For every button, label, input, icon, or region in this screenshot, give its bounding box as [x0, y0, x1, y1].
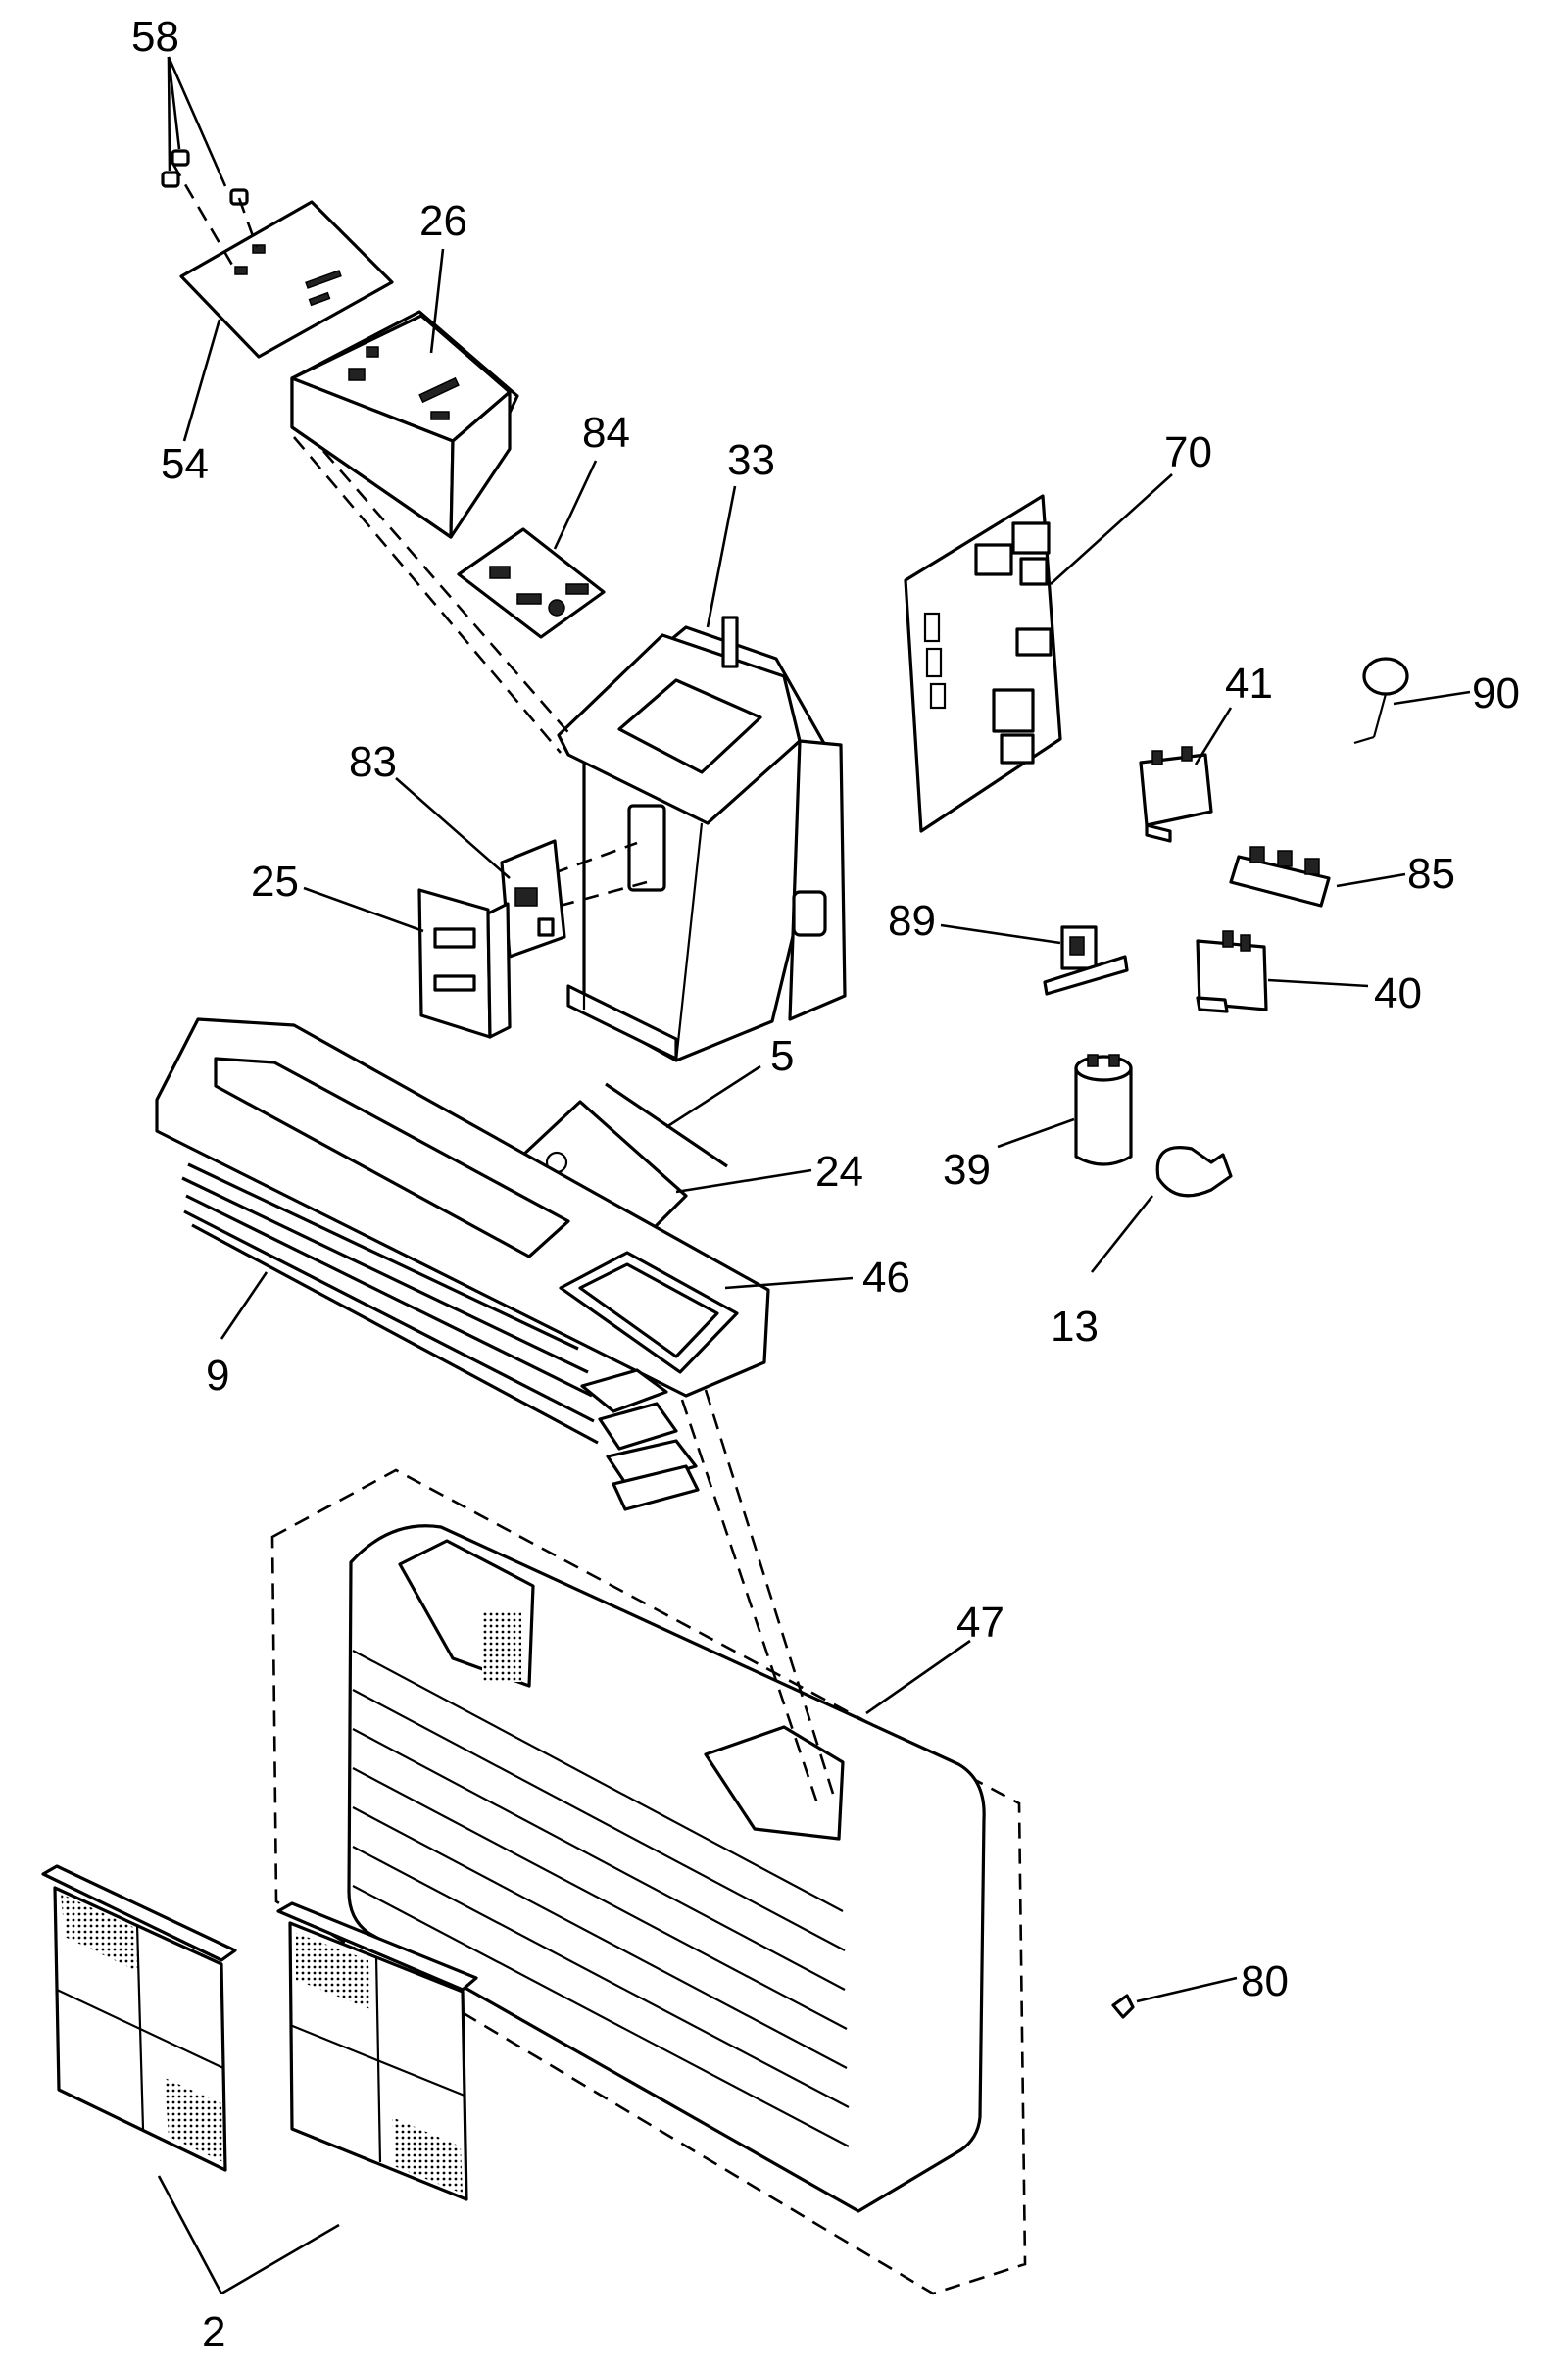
callout-39: 39 [943, 1146, 991, 1194]
callout-46: 46 [862, 1254, 910, 1302]
part-33-control-chassis [293, 436, 847, 1062]
part-41-relay [1139, 707, 1233, 843]
callout-24: 24 [815, 1148, 863, 1196]
part-89-transformer [940, 923, 1129, 996]
part-26-control-box [290, 248, 519, 539]
callout-58: 58 [131, 13, 179, 61]
part-47-front-cabinet [270, 1389, 1027, 2295]
part-70-main-pcb [904, 473, 1173, 833]
part-40-capacitor [1196, 930, 1369, 1013]
callout-13: 13 [1051, 1303, 1099, 1351]
part-58-knobs [161, 56, 249, 206]
callout-85: 85 [1407, 850, 1455, 898]
callout-70: 70 [1164, 428, 1212, 476]
part-90-thermistor [1353, 657, 1471, 745]
part-5-rod [605, 1064, 761, 1168]
part-84-board [457, 460, 606, 639]
callout-54: 54 [161, 440, 209, 488]
callout-25: 25 [251, 858, 299, 906]
callout-26: 26 [419, 197, 467, 245]
callout-labels: 58 26 54 84 33 70 41 90 83 25 85 89 40 5… [131, 13, 1520, 2356]
callout-5: 5 [770, 1032, 794, 1080]
callout-33: 33 [727, 436, 775, 484]
callout-41: 41 [1225, 660, 1273, 708]
part-2-air-filters [41, 1864, 478, 2295]
part-54-control-plate [171, 162, 394, 442]
part-46-bezel-frame [155, 1017, 854, 1398]
callout-9: 9 [206, 1352, 229, 1400]
part-39-run-capacitor [997, 1054, 1133, 1166]
callout-89: 89 [888, 897, 936, 945]
callout-90: 90 [1472, 669, 1520, 717]
part-9-heater-elements [181, 1162, 700, 1511]
callout-2: 2 [202, 2308, 225, 2356]
callout-84: 84 [582, 409, 630, 457]
callout-83: 83 [349, 738, 397, 786]
callout-40: 40 [1374, 969, 1422, 1017]
part-13-strap [1090, 1146, 1233, 1273]
part-80-clip [1111, 1976, 1238, 2019]
part-25-mount-bracket [303, 886, 512, 1039]
part-85-terminal-block [1229, 846, 1406, 908]
callout-80: 80 [1241, 1957, 1289, 2005]
callout-47: 47 [956, 1599, 1004, 1647]
